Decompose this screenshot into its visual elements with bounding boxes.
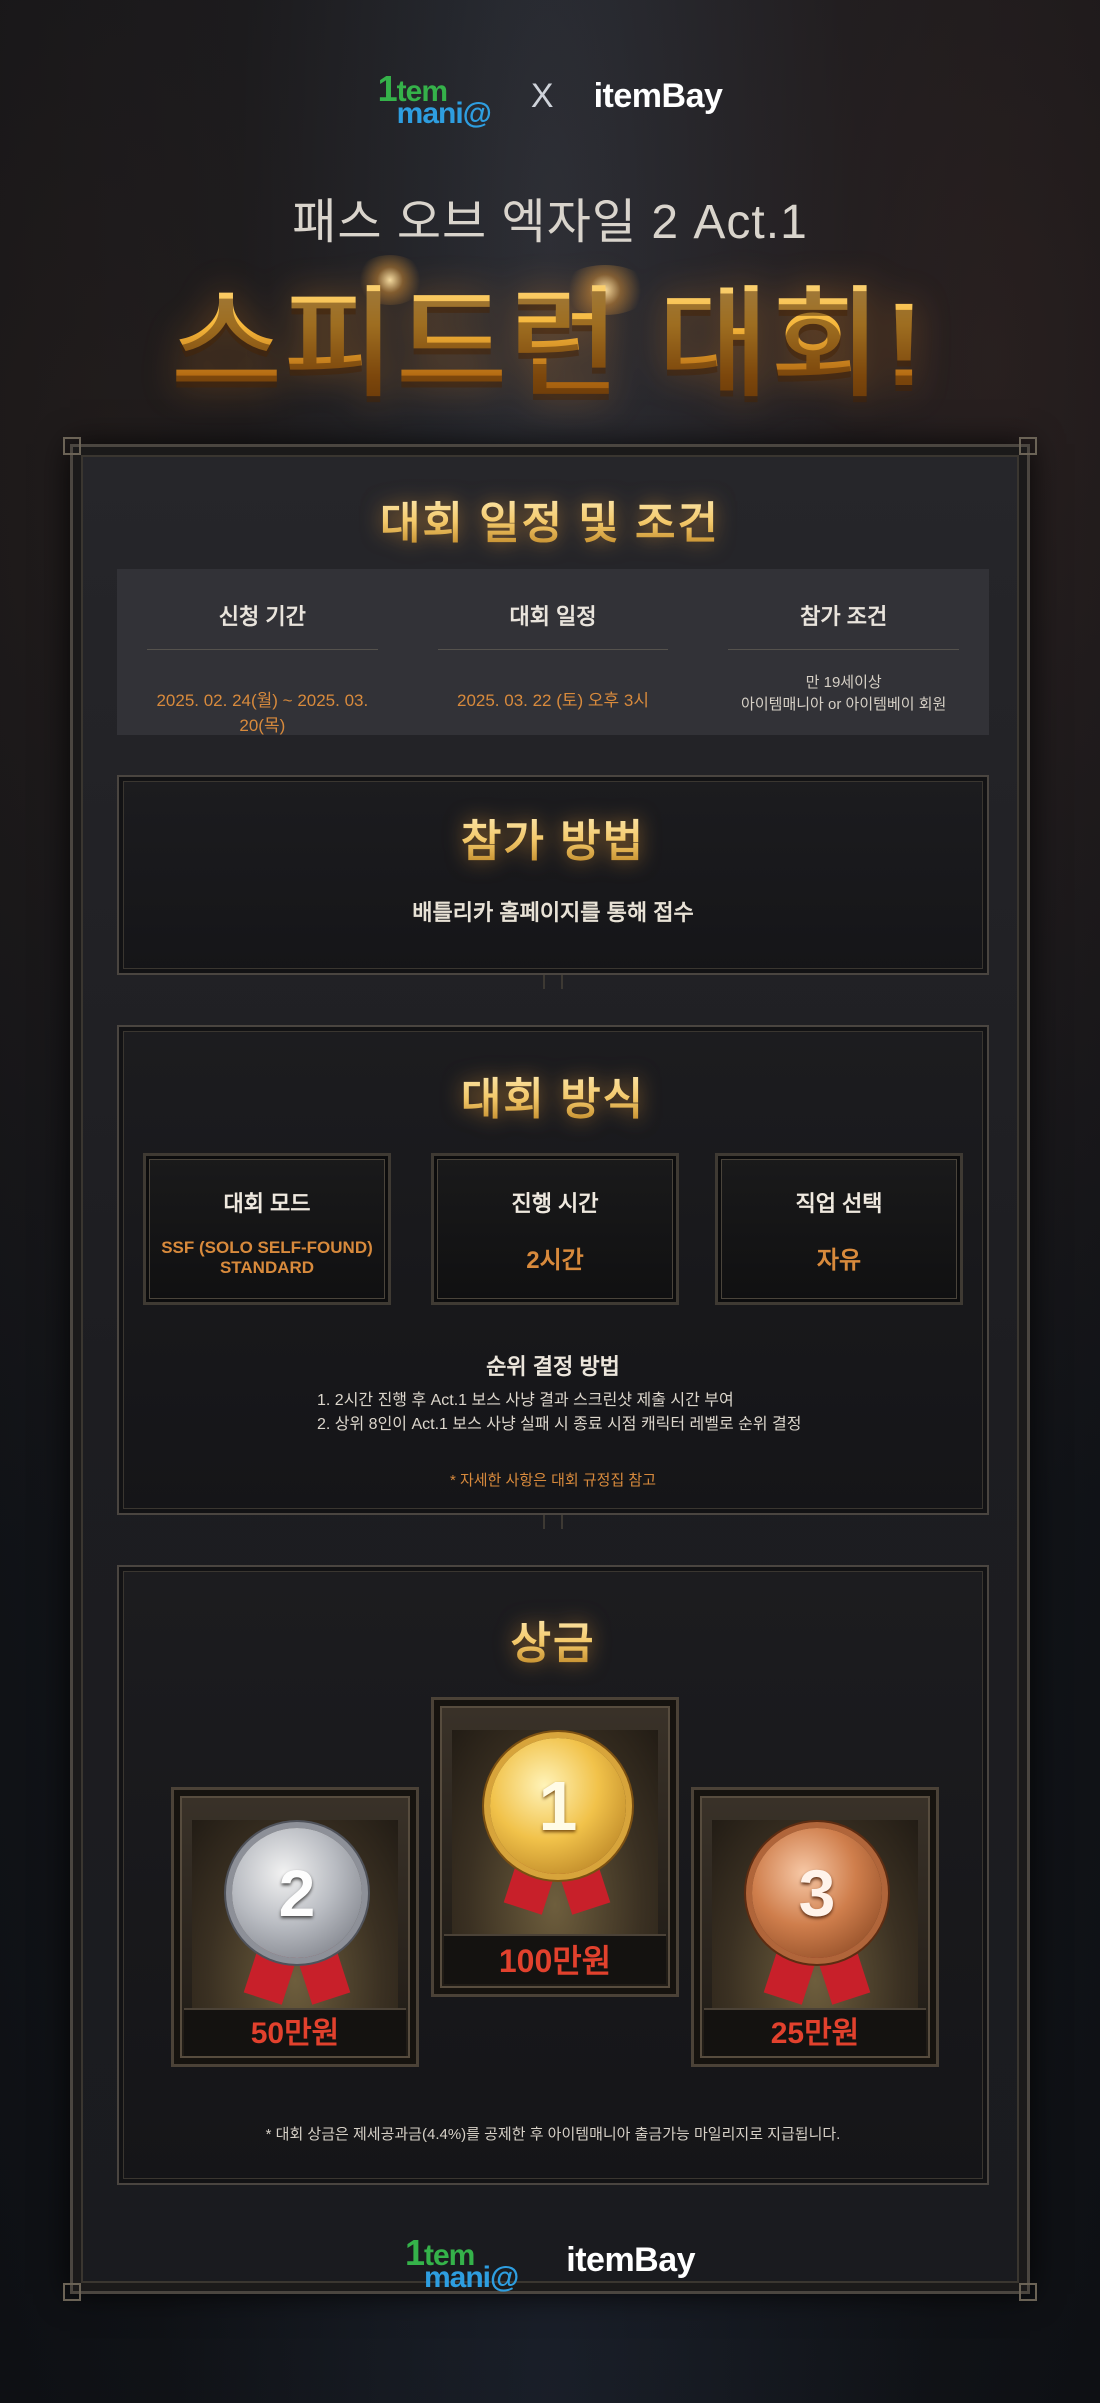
event-title: 스피드런 대회! bbox=[0, 248, 1100, 419]
logo-one: 1 bbox=[377, 68, 398, 109]
second-prize-card: 2 50만원 bbox=[171, 1787, 419, 2067]
panel-divider bbox=[543, 975, 563, 989]
mode-head: 대회 모드 bbox=[223, 1191, 311, 1216]
title-sparkle bbox=[560, 265, 650, 315]
collab-separator: X bbox=[530, 77, 554, 115]
footer-logos: 1 tem mani@ itemBay bbox=[0, 2232, 1100, 2294]
schedule-table: 신청 기간 2025. 02. 24(월) ~ 2025. 03. 20(목) … bbox=[117, 569, 989, 735]
logo-item: tem bbox=[423, 2239, 475, 2272]
mode-value-line: STANDARD bbox=[219, 1258, 315, 1277]
format-title: 대회 방식 bbox=[119, 1063, 987, 1127]
apply-panel: 참가 방법 배틀리카 홈페이지를 통해 접수 bbox=[117, 775, 989, 975]
logo-one: 1 bbox=[404, 2232, 425, 2273]
frame-corner bbox=[63, 437, 81, 455]
first-prize-amount: 100만원 bbox=[444, 1934, 666, 1984]
logo-mania: mani@ bbox=[396, 97, 492, 130]
class-value: 자유 bbox=[816, 1247, 862, 1274]
medal-rank: 1 bbox=[538, 1767, 578, 1845]
class-head: 직업 선택 bbox=[795, 1191, 883, 1216]
duration-head: 진행 시간 bbox=[511, 1191, 599, 1216]
schedule-value: 2025. 02. 24(월) ~ 2025. 03. 20(목) bbox=[156, 691, 369, 735]
duration-box: 진행 시간 2시간 bbox=[431, 1153, 679, 1305]
schedule-title: 대회 일정 및 조건 bbox=[73, 487, 1027, 551]
apply-text: 배틀리카 홈페이지를 통해 접수 bbox=[412, 900, 694, 925]
third-prize-card: 3 25만원 bbox=[691, 1787, 939, 2067]
schedule-col-apply-period: 신청 기간 2025. 02. 24(월) ~ 2025. 03. 20(목) bbox=[117, 569, 408, 735]
medal-rank: 3 bbox=[798, 1856, 836, 1930]
logo-mania: mani@ bbox=[423, 2261, 519, 2294]
first-prize-card: 1 100만원 bbox=[431, 1697, 679, 1997]
itemmania-logo[interactable]: 1 tem mani@ bbox=[377, 68, 492, 130]
second-prize-amount: 50만원 bbox=[184, 2008, 406, 2056]
rank-title: 순위 결정 방법 bbox=[486, 1354, 620, 1379]
schedule-value: 만 19세이상 아이템매니아 or 아이템베이 회원 bbox=[718, 672, 969, 716]
itembay-logo[interactable]: itemBay bbox=[593, 77, 723, 115]
schedule-head: 참가 조건 bbox=[728, 569, 960, 650]
frame-corner bbox=[63, 2283, 81, 2301]
frame-corner bbox=[1019, 2283, 1037, 2301]
prize-note: * 대회 상금은 제세공과금(4.4%)를 공제한 후 아이템매니아 출금가능 … bbox=[265, 2126, 841, 2143]
event-subtitle: 패스 오브 엑자일 2 Act.1 bbox=[292, 196, 808, 249]
mode-value-line: SSF (SOLO SELF-FOUND) bbox=[161, 1238, 373, 1257]
eligibility-line: 아이템매니아 or 아이템베이 회원 bbox=[741, 696, 947, 713]
schedule-col-event-date: 대회 일정 2025. 03. 22 (토) 오후 3시 bbox=[408, 569, 699, 735]
prize-panel: 상금 2 50만원 1 100만원 3 bbox=[117, 1565, 989, 2185]
eligibility-line: 만 19세이상 bbox=[805, 674, 882, 691]
schedule-value: 2025. 03. 22 (토) 오후 3시 bbox=[456, 691, 650, 710]
class-box: 직업 선택 자유 bbox=[715, 1153, 963, 1305]
bronze-medal-icon: 3 bbox=[752, 1828, 882, 1958]
apply-title: 참가 방법 bbox=[119, 805, 987, 869]
rank-item: 2. 상위 8인이 Act.1 보스 사냥 실패 시 종료 시점 캐릭터 레벨로… bbox=[317, 1416, 802, 1433]
gold-medal-icon: 1 bbox=[490, 1738, 626, 1874]
panel-divider bbox=[543, 1515, 563, 1529]
rank-list: 1. 2시간 진행 후 Act.1 보스 사냥 결과 스크린샷 제출 시간 부여… bbox=[317, 1389, 802, 1437]
third-prize-amount: 25만원 bbox=[704, 2008, 926, 2056]
rules-note: * 자세한 사항은 대회 규정집 참고 bbox=[449, 1472, 657, 1489]
mode-value: SSF (SOLO SELF-FOUND) STANDARD bbox=[146, 1238, 388, 1278]
schedule-head: 신청 기간 bbox=[147, 569, 378, 650]
schedule-col-eligibility: 참가 조건 만 19세이상 아이템매니아 or 아이템베이 회원 bbox=[698, 569, 989, 735]
duration-value: 2시간 bbox=[526, 1247, 584, 1274]
rank-item: 1. 2시간 진행 후 Act.1 보스 사냥 결과 스크린샷 제출 시간 부여 bbox=[317, 1392, 734, 1409]
itembay-logo[interactable]: itemBay bbox=[566, 2241, 696, 2279]
silver-medal-icon: 2 bbox=[232, 1828, 362, 1958]
title-sparkle bbox=[355, 255, 425, 305]
schedule-head: 대회 일정 bbox=[437, 569, 669, 650]
logo-item: tem bbox=[396, 75, 448, 108]
frame-corner bbox=[1019, 437, 1037, 455]
format-panel: 대회 방식 대회 모드 SSF (SOLO SELF-FOUND) STANDA… bbox=[117, 1025, 989, 1515]
main-frame: 대회 일정 및 조건 신청 기간 2025. 02. 24(월) ~ 2025.… bbox=[63, 437, 1037, 2301]
header-logos: 1 tem mani@ X itemBay bbox=[0, 68, 1100, 130]
prize-title: 상금 bbox=[119, 1607, 987, 1671]
medal-rank: 2 bbox=[278, 1856, 316, 1930]
itemmania-logo[interactable]: 1 tem mani@ bbox=[404, 2232, 519, 2294]
mode-box: 대회 모드 SSF (SOLO SELF-FOUND) STANDARD bbox=[143, 1153, 391, 1305]
